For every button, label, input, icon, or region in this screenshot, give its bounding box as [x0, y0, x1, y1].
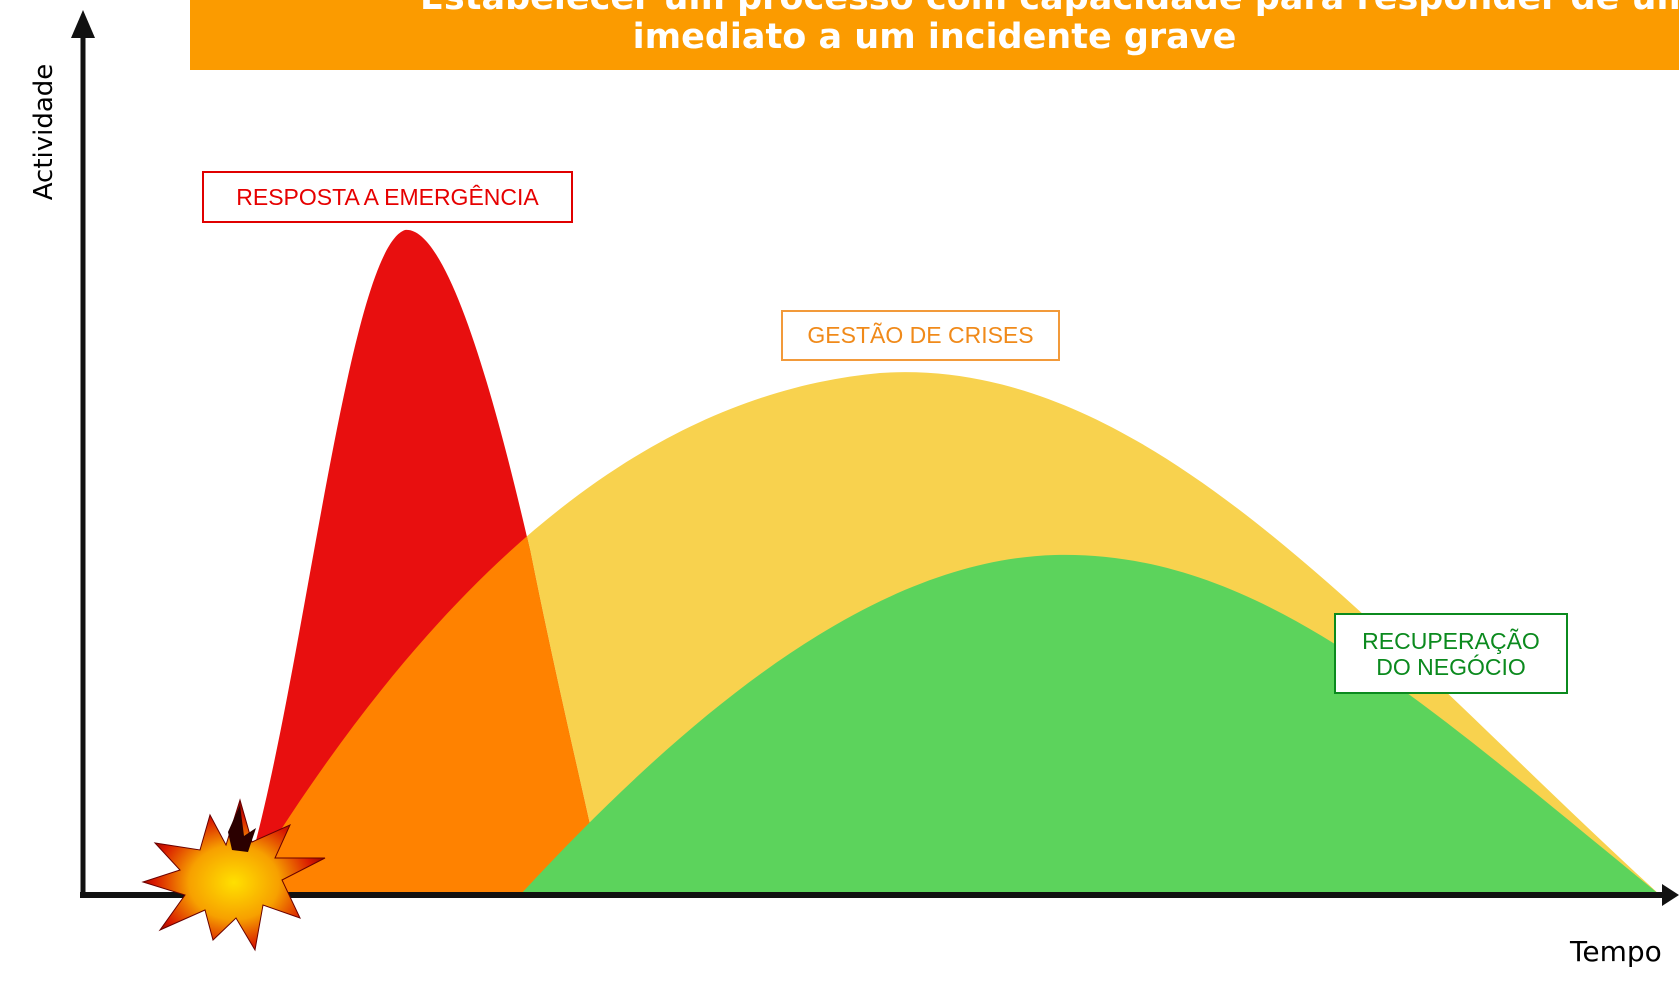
- x-axis-arrow: [1662, 884, 1679, 906]
- y-axis-label: Actividade: [29, 63, 59, 201]
- title-line-1: Estabelecer um processo com capacidade p…: [420, 0, 1679, 18]
- business-recovery-curve: [520, 554, 1660, 895]
- explosion-icon: [141, 798, 326, 952]
- business-recovery-label-line-1: RECUPERAÇÃO: [1362, 628, 1540, 654]
- business-recovery-label-line-2: DO NEGÓCIO: [1376, 654, 1526, 680]
- title-banner: Estabelecer um processo com capacidade p…: [190, 0, 1679, 70]
- y-axis-arrow: [71, 10, 95, 38]
- crisis-management-label: GESTÃO DE CRISES: [781, 310, 1060, 361]
- emergency-response-label: RESPOSTA A EMERGÊNCIA: [202, 171, 573, 223]
- business-recovery-label: RECUPERAÇÃO DO NEGÓCIO: [1334, 613, 1568, 694]
- x-axis-label: Tempo: [1570, 935, 1662, 968]
- title-line-2: imediato a um incidente grave: [632, 17, 1237, 57]
